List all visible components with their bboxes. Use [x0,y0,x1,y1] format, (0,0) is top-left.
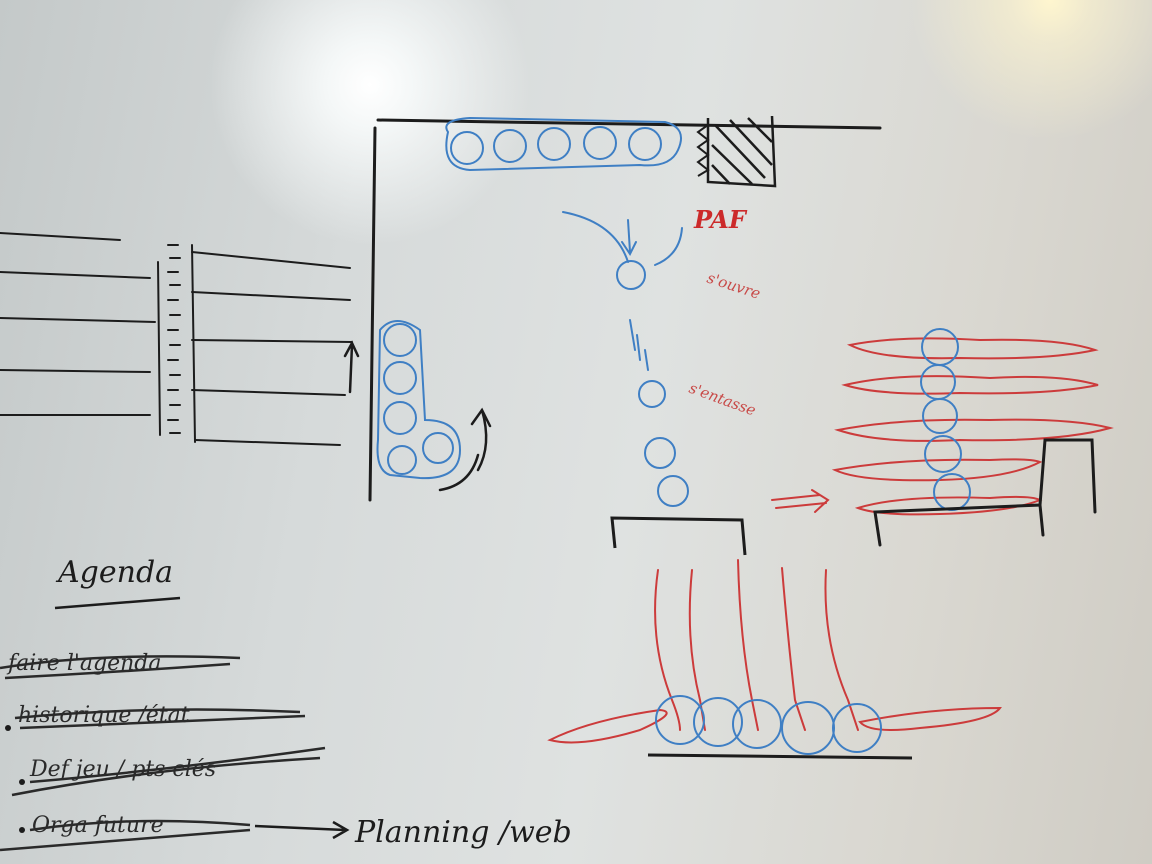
paf-label: PAF [693,205,748,234]
agenda-title-underline [54,596,181,610]
bottom-line [647,753,913,760]
souvre-label: s'ouvre [705,269,763,303]
agenda-title: Agenda [55,555,173,590]
top-circle-row [445,116,682,172]
agenda-arrow [254,820,350,840]
sentasse-label: s'entasse [687,379,759,420]
left-lined-block [0,232,353,446]
frame [343,118,882,502]
right-red-strokes [771,337,1114,516]
bottom-circle-row [655,695,882,755]
agenda: Agenda faire l'agenda historique /état D… [0,555,572,852]
agenda-bullets [5,725,25,833]
agenda-arrow-target: Planning /web [354,815,572,850]
agenda-item-3-strike [11,746,326,797]
hatched-block [696,115,777,188]
left-circle-group [376,320,462,480]
rotation-arrows [438,407,492,492]
bin [610,516,747,556]
agenda-item-4-strike [0,819,251,852]
agenda-item-4: Orga future [32,813,164,838]
bottom-red-strokes [547,559,1002,744]
agenda-item-1-strike [0,655,241,680]
falling-balls [562,211,689,507]
right-step-shape [873,438,1097,547]
agenda-item-2-strike [14,708,306,730]
